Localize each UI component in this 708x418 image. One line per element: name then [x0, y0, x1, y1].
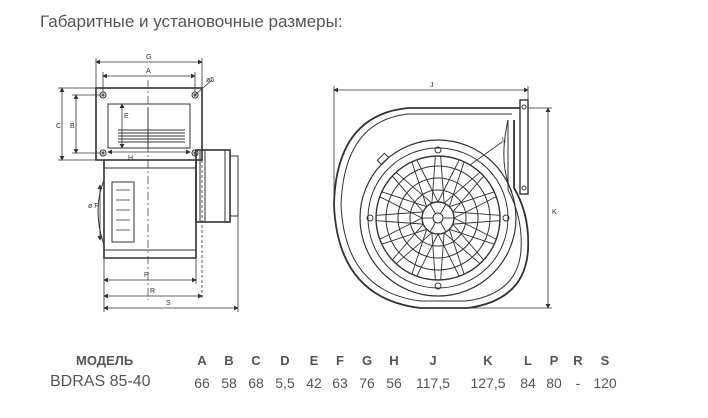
value-K: 127,5	[470, 375, 506, 391]
value-P: 80	[546, 375, 562, 391]
header-F: F	[336, 353, 344, 368]
label-G: G	[146, 54, 151, 61]
value-L: 84	[520, 375, 536, 391]
value-E: 42	[306, 375, 322, 391]
header-B: B	[224, 353, 234, 368]
label-P: P	[144, 272, 149, 279]
label-F: ø F	[88, 203, 99, 210]
value-H: 56	[386, 375, 402, 391]
header-P: P	[549, 353, 559, 368]
value-J: 117,5	[416, 375, 450, 391]
header-E: E	[309, 353, 319, 368]
label-R: R	[150, 288, 155, 295]
label-H: H	[128, 155, 133, 162]
front-view	[333, 99, 530, 309]
value-G: 76	[359, 375, 375, 391]
header-C: C	[251, 353, 261, 368]
label-A: A	[146, 68, 151, 75]
header-L: L	[524, 353, 532, 368]
value-F: 63	[332, 375, 348, 391]
header-J: J	[429, 353, 437, 368]
page-title: Габаритные и установочные размеры:	[40, 12, 343, 31]
header-R: R	[573, 353, 583, 368]
label-S: S	[166, 300, 171, 307]
side-view	[95, 80, 239, 300]
header-H: H	[389, 353, 399, 368]
value-R: -	[575, 375, 581, 391]
header-A: A	[197, 353, 207, 368]
value-C: 68	[248, 375, 264, 391]
label-C: C	[56, 123, 61, 130]
header-K: K	[483, 353, 493, 368]
header-D: D	[280, 353, 290, 368]
value-A: 66	[194, 375, 210, 391]
value-S: 120	[593, 375, 617, 391]
grille-lattice	[376, 156, 500, 280]
label-E: E	[124, 113, 129, 120]
value-model: BDRAS 85-40	[50, 373, 151, 390]
front-view-labels: J K L	[430, 82, 557, 216]
side-view-labels: G A C B E H ø F ø5 P R S	[56, 54, 214, 307]
value-B: 58	[221, 375, 237, 391]
header-model: МОДЕЛЬ	[76, 353, 134, 368]
label-K: K	[552, 209, 557, 216]
side-view-dimensions	[58, 58, 239, 312]
front-view-dimensions	[333, 86, 552, 309]
header-G: G	[361, 353, 373, 368]
label-D: ø5	[206, 77, 214, 84]
label-B: B	[70, 123, 75, 130]
label-J: J	[430, 82, 434, 89]
label-L: L	[502, 137, 506, 144]
header-S: S	[600, 353, 610, 368]
value-D: 5,5	[275, 375, 295, 391]
